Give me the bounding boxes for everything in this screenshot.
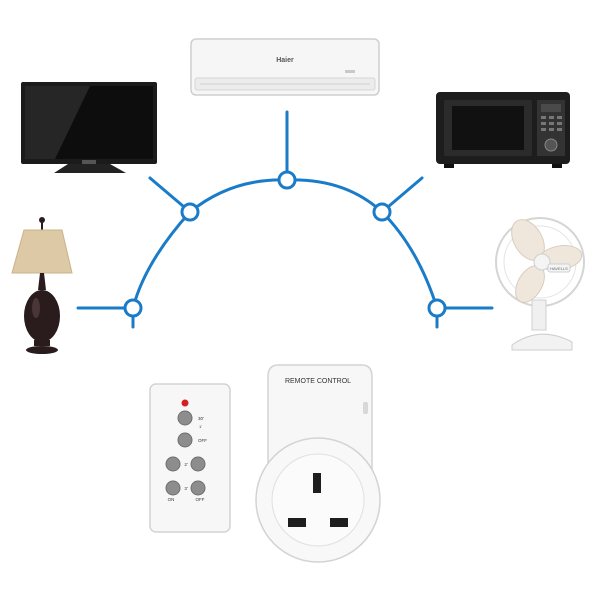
node-microwave: [372, 202, 392, 222]
remote-button-6[interactable]: [190, 480, 206, 496]
socket-earth-slot: [313, 473, 321, 493]
television-icon: [21, 82, 157, 173]
remote-control-icon: 30' 1' OFF 2' 3' ON OFF: [149, 383, 231, 533]
remote-control-socket-icon: REMOTE CONTROL: [255, 364, 381, 563]
node-air-conditioner: [277, 170, 297, 190]
node-fan: [427, 298, 447, 318]
air-conditioner-brand: Haier: [276, 57, 294, 64]
remote-led: [181, 399, 189, 407]
node-lamp: [123, 298, 143, 318]
fan-brand: HAVELLS: [550, 266, 568, 271]
socket-live-slot: [288, 518, 306, 527]
remote-button-4[interactable]: [190, 456, 206, 472]
remote-button-3-label: 2': [184, 462, 188, 467]
remote-button-1[interactable]: [177, 410, 193, 426]
remote-button-off-label: OFF: [196, 497, 205, 502]
connection-nodes: [123, 170, 447, 318]
socket-label: REMOTE CONTROL: [285, 378, 351, 385]
socket-neutral-slot: [330, 518, 348, 527]
remote-button-5[interactable]: [165, 480, 181, 496]
remote-button-2[interactable]: [177, 432, 193, 448]
microwave-oven-icon: [436, 92, 570, 168]
remote-button-3[interactable]: [165, 456, 181, 472]
table-lamp-icon: [11, 217, 73, 354]
remote-marker-1: 1': [199, 424, 202, 429]
node-television: [180, 202, 200, 222]
remote-button-on-label: ON: [168, 497, 175, 502]
air-conditioner-icon: Haier: [190, 38, 380, 96]
remote-marker-2: 3': [184, 486, 188, 491]
remote-button-2-label: OFF: [198, 438, 207, 443]
remote-button-1-label: 30': [198, 416, 204, 421]
electric-fan-icon: HAVELLS: [495, 217, 585, 351]
